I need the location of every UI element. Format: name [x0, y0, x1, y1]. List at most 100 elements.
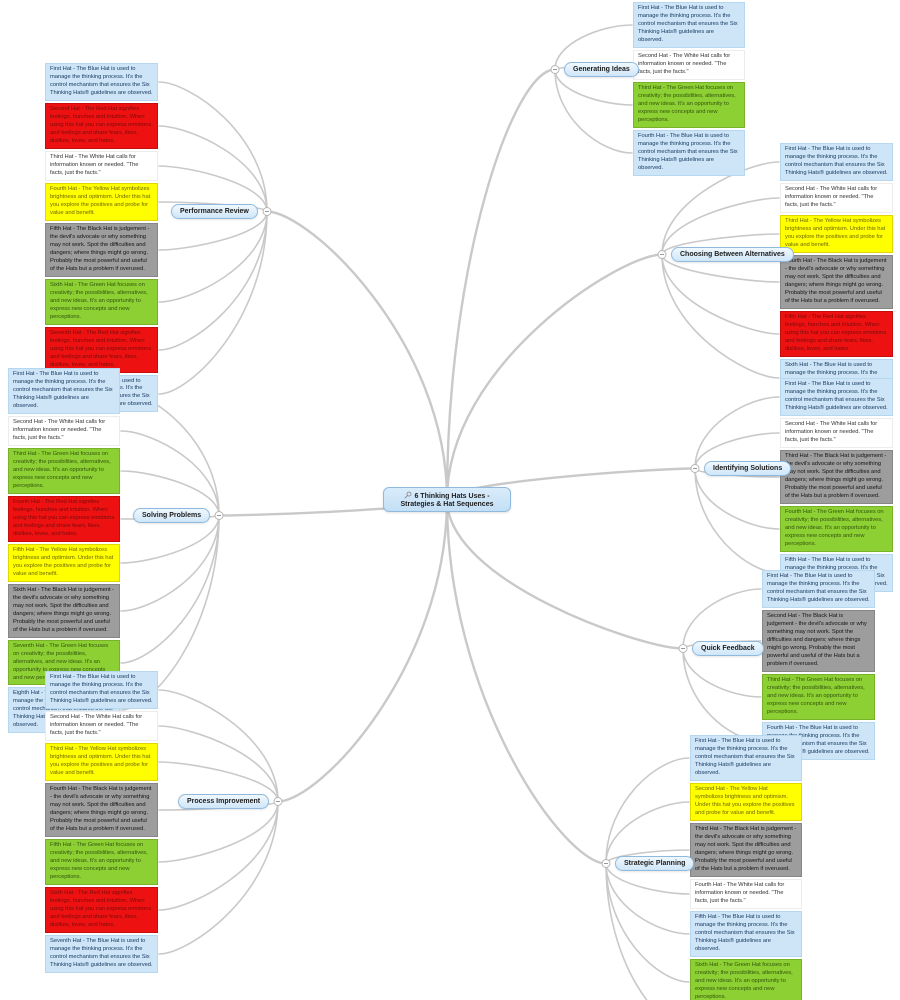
hat-node-black[interactable]: Second Hat - The Black Hat is judgement … — [762, 609, 875, 672]
topic-performance-review[interactable]: Performance Review — [171, 204, 258, 219]
connector-curve — [158, 210, 268, 395]
collapse-toggle[interactable] — [678, 644, 688, 653]
hat-node-red[interactable]: Sixth Hat - The Red Hat signifies feelin… — [45, 886, 158, 933]
hat-node-black[interactable]: Fourth Hat - The Black Hat is judgement … — [45, 782, 158, 837]
hat-node-black[interactable]: Sixth Hat - The Black Hat is judgement -… — [8, 583, 120, 638]
hat-node-white[interactable]: Second Hat - The White Hat calls for inf… — [8, 415, 120, 446]
connector-curve — [661, 253, 780, 379]
connector-curve — [158, 800, 279, 955]
hat-node-red[interactable]: Seventh Hat - The Red Hat signifies feel… — [45, 326, 158, 373]
connector-curve — [445, 498, 608, 865]
hat-node-green[interactable]: Third Hat - The Green Hat focuses on cre… — [8, 447, 120, 494]
hat-node-green[interactable]: Third Hat - The Green Hat focuses on cre… — [762, 673, 875, 720]
hat-node-green[interactable]: Sixth Hat - The Green Hat focuses on cre… — [690, 958, 802, 1000]
branch-strategic-planning-children: First Hat - The Blue Hat is used to mana… — [690, 735, 802, 1000]
topic-label: Solving Problems — [142, 512, 202, 519]
collapse-toggle[interactable] — [601, 859, 611, 868]
hat-node-yellow[interactable]: Third Hat - The Yellow Hat symbolizes br… — [45, 742, 158, 781]
collapse-toggle[interactable] — [262, 207, 272, 216]
connector-curve — [158, 210, 268, 351]
branch-performance-review-children: First Hat - The Blue Hat is used to mana… — [45, 63, 158, 413]
hat-node-blue[interactable]: First Hat - The Blue Hat is used to mana… — [633, 2, 745, 48]
connector-curve — [158, 725, 279, 803]
hat-node-red[interactable]: Second Hat - The Red Hat signifies feeli… — [45, 102, 158, 149]
hat-node-blue[interactable]: Fourth Hat - The Blue Hat is used to man… — [633, 129, 745, 176]
connector-curve — [158, 689, 279, 803]
topic-process-improvement[interactable]: Process Improvement — [178, 794, 270, 809]
connector-curve — [605, 757, 690, 865]
hat-node-yellow[interactable]: Fourth Hat - The Yellow Hat symbolizes b… — [45, 182, 158, 221]
hat-node-black[interactable]: Fourth Hat - The Black Hat is judgement … — [780, 254, 893, 309]
topic-label: Identifying Solutions — [713, 465, 783, 472]
branch-process-improvement-children: First Hat - The Blue Hat is used to mana… — [45, 671, 158, 973]
topic-label: Strategic Planning — [624, 860, 686, 867]
hat-node-white[interactable]: Second Hat - The White Hat calls for inf… — [633, 49, 745, 80]
connector-curve — [661, 253, 780, 283]
hat-node-blue[interactable]: Fifth Hat - The Blue Hat is used to mana… — [690, 910, 802, 957]
collapse-toggle[interactable] — [273, 797, 283, 806]
connector-curve — [120, 430, 220, 517]
hat-node-red[interactable]: Fourth Hat - The Red Hat signifies feeli… — [8, 495, 120, 542]
hat-node-blue[interactable]: First Hat - The Blue Hat is used to mana… — [762, 570, 875, 608]
connector-curve — [120, 514, 220, 612]
hat-node-black[interactable]: Fifth Hat - The Black Hat is judgement -… — [45, 222, 158, 277]
connector-curve — [694, 396, 780, 470]
connector-curve — [694, 467, 780, 530]
collapse-toggle[interactable] — [214, 511, 224, 520]
connector-curve — [120, 514, 220, 664]
topic-choosing-between-alternatives[interactable]: Choosing Between Alternatives — [671, 247, 794, 262]
connector-curve — [445, 498, 685, 650]
connector-curve — [661, 161, 780, 256]
collapse-toggle[interactable] — [550, 65, 560, 74]
hat-node-black[interactable]: Third Hat - The Black Hat is judgement -… — [780, 449, 893, 504]
hat-node-white[interactable]: Second Hat - The White Hat calls for inf… — [780, 417, 893, 448]
topic-strategic-planning[interactable]: Strategic Planning — [615, 856, 695, 871]
hat-node-white[interactable]: Second Hat - The White Hat calls for inf… — [780, 182, 893, 213]
hat-node-blue[interactable]: First Hat - The Blue Hat is used to mana… — [45, 671, 158, 709]
hat-node-blue[interactable]: Fourth Hat - The Blue Hat is used to man… — [762, 721, 875, 760]
connector-curve — [158, 761, 279, 803]
hat-node-blue[interactable]: First Hat - The Blue Hat is used to mana… — [8, 368, 120, 414]
hat-node-yellow[interactable]: Second Hat - The Yellow Hat symbolizes b… — [690, 782, 802, 821]
collapse-toggle[interactable] — [657, 250, 667, 259]
topic-quick-feedback[interactable]: Quick Feedback — [692, 641, 764, 656]
connector-curve — [445, 253, 664, 501]
hat-node-green[interactable]: Fourth Hat - The Green Hat focuses on cr… — [780, 505, 893, 552]
hat-node-green[interactable]: Sixth Hat - The Green Hat focuses on cre… — [45, 278, 158, 325]
hat-node-blue[interactable]: First Hat - The Blue Hat is used to mana… — [780, 378, 893, 416]
topic-solving-problems[interactable]: Solving Problems — [133, 508, 211, 523]
connector-curve — [554, 68, 633, 154]
branch-generating-ideas-children: First Hat - The Blue Hat is used to mana… — [633, 2, 745, 176]
connector-curve — [120, 514, 220, 564]
connector-curve — [605, 862, 690, 895]
branch-identifying-solutions-children: First Hat - The Blue Hat is used to mana… — [780, 378, 893, 592]
hat-node-blue[interactable]: First Hat - The Blue Hat is used to mana… — [690, 735, 802, 781]
connector-curve — [605, 862, 648, 1000]
connector-curve — [265, 210, 449, 501]
hat-node-blue[interactable]: Seventh Hat - The Blue Hat is used to ma… — [45, 934, 158, 973]
hat-node-white[interactable]: Fourth Hat - The White Hat calls for inf… — [690, 878, 802, 909]
hat-node-black[interactable]: Third Hat - The Black Hat is judgement -… — [690, 822, 802, 877]
hat-node-blue[interactable]: First Hat - The Blue Hat is used to mana… — [780, 143, 893, 181]
connector-curve — [682, 588, 762, 650]
collapse-toggle[interactable] — [690, 464, 700, 473]
hat-node-white[interactable]: Third Hat - The White Hat calls for info… — [45, 150, 158, 181]
topic-identifying-solutions[interactable]: Identifying Solutions — [704, 461, 792, 476]
hat-node-blue[interactable]: First Hat - The Blue Hat is used to mana… — [45, 63, 158, 101]
hat-node-green[interactable]: Fifth Hat - The Green Hat focuses on cre… — [45, 838, 158, 885]
hat-node-green[interactable]: Third Hat - The Green Hat focuses on cre… — [633, 81, 745, 128]
root-topic[interactable]: 6 Thinking Hats Uses - Strategies & Hat … — [383, 487, 511, 512]
connector-curve — [682, 647, 762, 742]
topic-label: Choosing Between Alternatives — [680, 251, 785, 258]
connector-curve — [158, 81, 268, 213]
connector-curve — [554, 68, 633, 106]
connector-curve — [276, 498, 449, 803]
topic-generating-ideas[interactable]: Generating Ideas — [564, 62, 639, 77]
hat-node-yellow[interactable]: Fifth Hat - The Yellow Hat symbolizes br… — [8, 543, 120, 582]
hat-node-white[interactable]: Second Hat - The White Hat calls for inf… — [45, 710, 158, 741]
hat-node-yellow[interactable]: Third Hat - The Yellow Hat symbolizes br… — [780, 214, 893, 253]
hat-node-red[interactable]: Fifth Hat - The Red Hat signifies feelin… — [780, 310, 893, 357]
connector-curve — [682, 647, 762, 698]
